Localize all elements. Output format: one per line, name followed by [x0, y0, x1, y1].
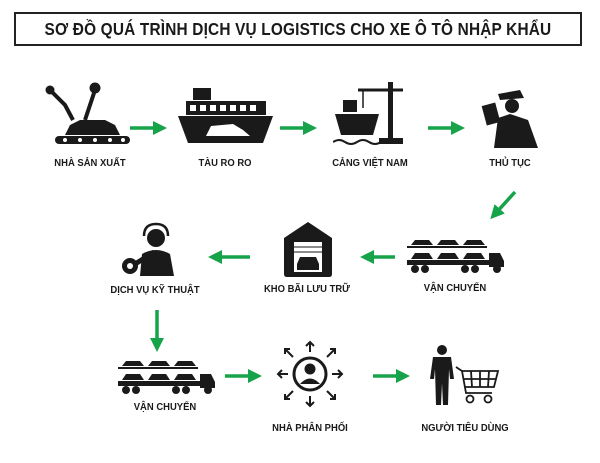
diagram-title: SƠ ĐỒ QUÁ TRÌNH DỊCH VỤ LOGISTICS CHO XE…: [44, 18, 552, 39]
step-label: DỊCH VỤ KỸ THUẬT: [110, 284, 200, 296]
step-transport-1: VẬN CHUYỂN: [385, 282, 525, 294]
port-crane-ship-icon: [333, 82, 403, 145]
warehouse-icon: [284, 222, 332, 277]
step-label: NHÀ PHÂN PHỐI: [272, 422, 348, 434]
title-box: SƠ ĐỒ QUÁ TRÌNH DỊCH VỤ LOGISTICS CHO XE…: [14, 12, 582, 46]
step-vietnam-port: CẢNG VIỆT NAM: [300, 157, 440, 169]
step-label: VẬN CHUYỂN: [133, 401, 197, 413]
step-label: NHÀ SẢN XUẤT: [54, 157, 126, 169]
customs-officer-icon: [481, 90, 538, 148]
consumer-cart-icon: [430, 345, 500, 405]
distributor-icon: [276, 340, 344, 408]
step-roro-ship: TÀU RO RO: [155, 157, 295, 169]
step-label: KHO BÃI LƯU TRỮ: [263, 283, 351, 295]
factory-robot-car-icon: [45, 82, 130, 144]
step-label: CẢNG VIỆT NAM: [332, 157, 408, 169]
roro-ship-icon: [178, 88, 273, 143]
step-distributor: NHÀ PHÂN PHỐI: [240, 422, 380, 434]
step-warehouse: KHO BÃI LƯU TRỮ: [237, 283, 377, 295]
step-transport-2: VẬN CHUYỂN: [95, 401, 235, 413]
step-manufacturer: NHÀ SẢN XUẤT: [20, 157, 160, 169]
step-procedures: THỦ TỤC: [440, 157, 580, 169]
step-technical-service: DỊCH VỤ KỸ THUẬT: [85, 284, 225, 296]
step-label: NGƯỜI TIÊU DÙNG: [421, 422, 509, 434]
car-carrier-truck-icon: [407, 240, 504, 273]
car-carrier-truck-icon: [118, 361, 215, 394]
technical-support-icon: [122, 222, 174, 276]
step-consumer: NGƯỜI TIÊU DÙNG: [395, 422, 535, 434]
step-label: VẬN CHUYỂN: [423, 282, 487, 294]
step-label: THỦ TỤC: [489, 157, 531, 169]
arrow-4-5: [490, 190, 517, 220]
step-label: TÀU RO RO: [198, 157, 252, 169]
